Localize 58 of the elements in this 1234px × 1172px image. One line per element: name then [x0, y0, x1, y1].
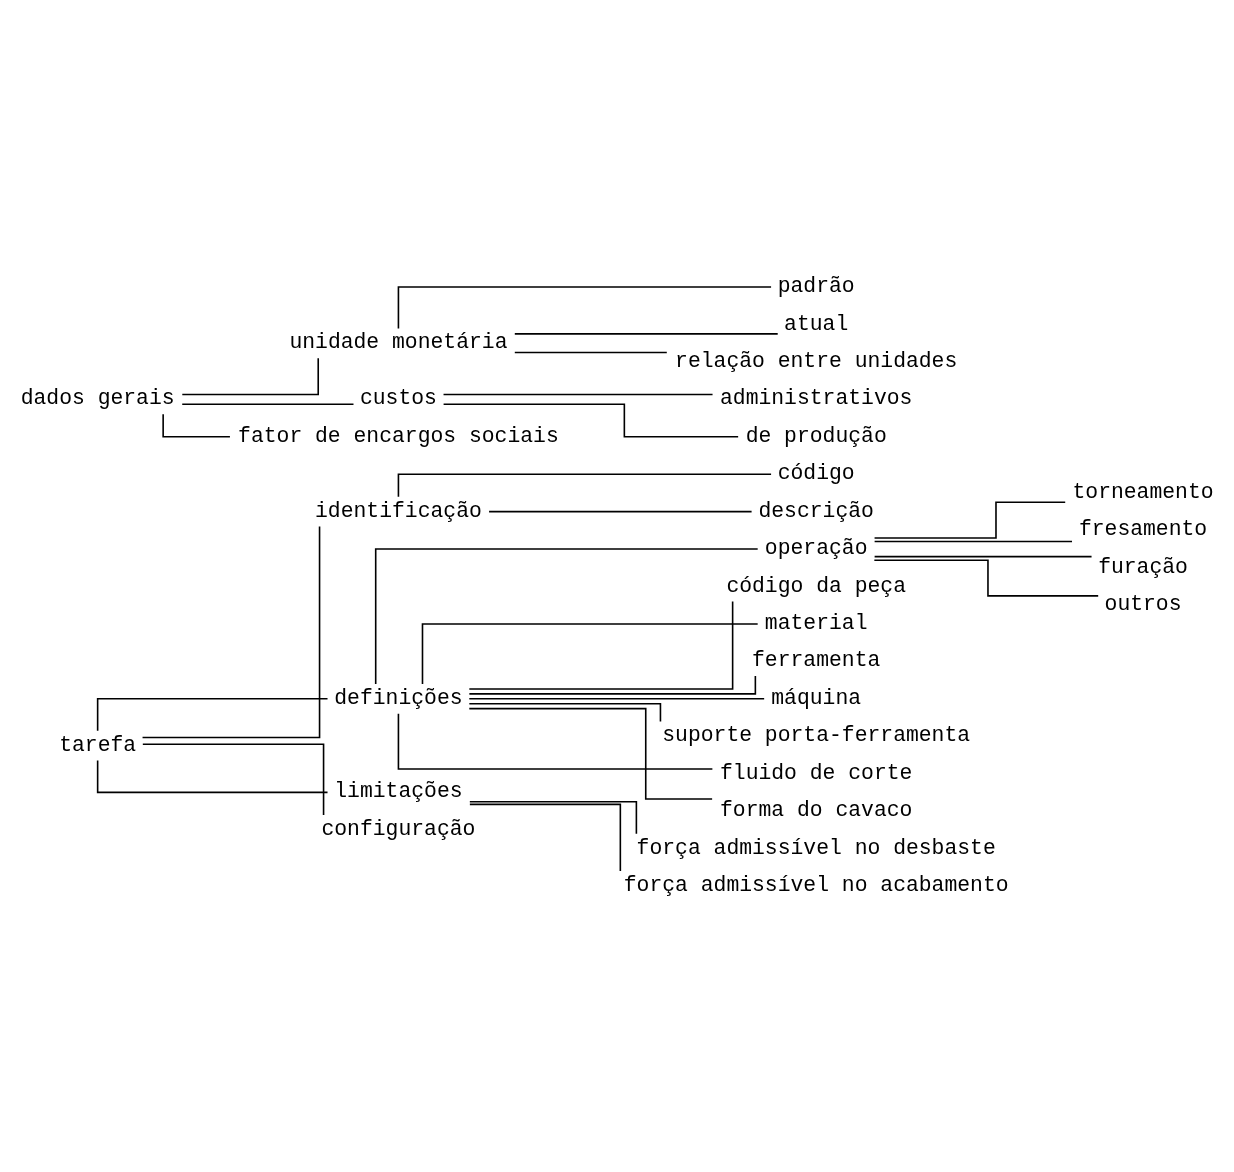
node-text: força admissível no desbaste — [636, 835, 996, 860]
connector — [181, 402, 355, 405]
node-text: descrição — [758, 498, 874, 523]
connector — [873, 555, 1093, 557]
connector — [96, 759, 329, 793]
connector — [873, 540, 1073, 542]
connector — [468, 674, 757, 695]
node-text: máquina — [771, 685, 862, 710]
node-text: configuração — [321, 816, 476, 841]
node-text: dados gerais — [20, 385, 175, 410]
connector — [162, 412, 231, 438]
node-text: código — [777, 460, 855, 485]
connector — [374, 547, 759, 685]
connector — [96, 697, 329, 732]
node-text: ferramenta — [752, 647, 881, 672]
connector — [468, 707, 713, 800]
connector — [397, 285, 772, 329]
node-text: operação — [764, 535, 868, 560]
connector — [514, 332, 779, 335]
node-text: administrativos — [719, 385, 913, 410]
node-text: força admissível no acabamento — [623, 872, 1009, 897]
node-text: tarefa — [59, 732, 137, 757]
connector — [442, 402, 739, 438]
connector — [468, 600, 734, 690]
connector — [397, 712, 714, 770]
connector — [873, 558, 1099, 597]
node-text: padrão — [777, 273, 855, 298]
connector — [514, 351, 668, 353]
connector — [397, 472, 772, 498]
connector — [488, 510, 753, 512]
node-text: forma do cavaco — [719, 797, 913, 822]
node-text: definições — [334, 685, 463, 710]
connector — [142, 742, 325, 816]
node-text: unidade monetária — [289, 329, 508, 354]
node-text: atual — [784, 311, 849, 336]
node-text: identificação — [315, 498, 482, 523]
connector — [181, 357, 320, 395]
connector — [469, 800, 638, 834]
node-text: fluido de corte — [719, 760, 913, 785]
node-text: de produção — [745, 423, 887, 448]
node-text: outros — [1104, 591, 1182, 616]
node-text: limitações — [334, 778, 463, 803]
connector — [442, 393, 714, 395]
connector — [873, 500, 1066, 539]
connector — [469, 803, 622, 872]
node-text: fresamento — [1078, 516, 1208, 541]
node-text: material — [764, 610, 868, 635]
connector — [468, 697, 765, 700]
connector — [141, 525, 321, 738]
connector — [421, 622, 759, 685]
node-text: fator de encargos sociais — [238, 423, 559, 448]
node-text: código da peça — [726, 573, 906, 598]
node-text: relação entre unidades — [675, 348, 958, 373]
node-text: furação — [1098, 554, 1188, 579]
node-text: custos — [359, 385, 437, 410]
node-text: torneamento — [1072, 479, 1214, 504]
connector — [468, 702, 662, 722]
node-text: suporte porta-ferramenta — [662, 722, 971, 747]
